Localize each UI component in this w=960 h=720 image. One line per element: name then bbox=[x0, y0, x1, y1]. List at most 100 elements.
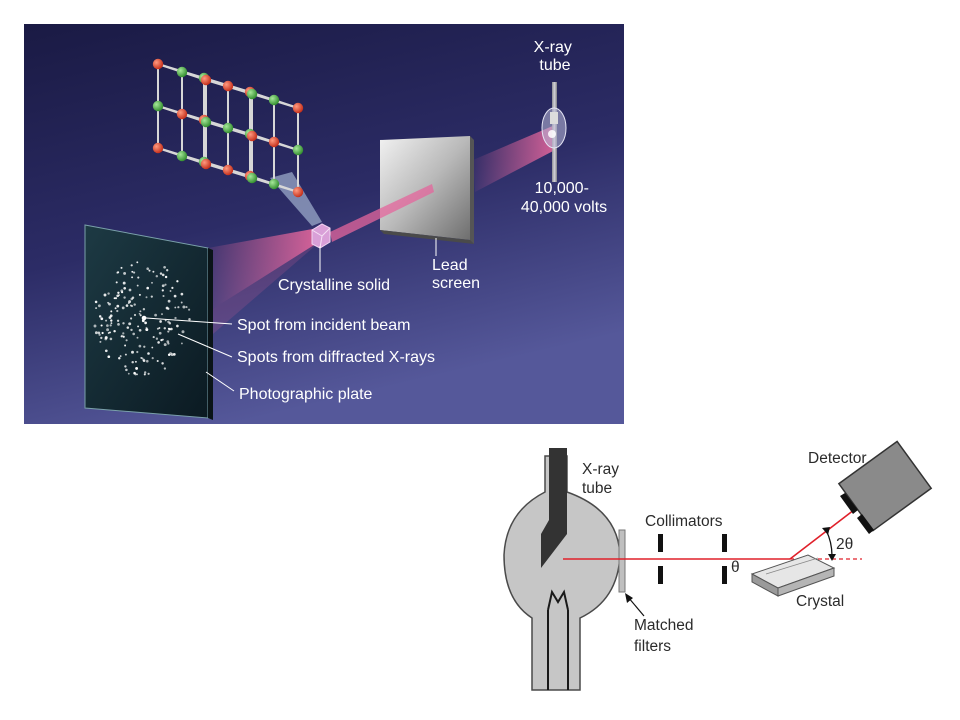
diffraction-spot bbox=[138, 312, 141, 315]
diffraction-spot bbox=[151, 281, 153, 284]
diffraction-spot bbox=[127, 372, 130, 375]
atom-green bbox=[268, 178, 280, 190]
diffraction-spot bbox=[103, 293, 107, 297]
diffraction-spot bbox=[176, 280, 179, 283]
diffraction-spot bbox=[156, 327, 159, 330]
diffraction-spot bbox=[161, 313, 163, 316]
diffraction-spot bbox=[107, 292, 110, 295]
diffraction-spot bbox=[169, 290, 172, 292]
diffraction-spot bbox=[125, 368, 128, 372]
diffraction-spot bbox=[159, 320, 162, 323]
diffraction-spot bbox=[180, 301, 183, 304]
diffraction-spot bbox=[165, 306, 169, 310]
diffraction-spot bbox=[117, 323, 120, 326]
diffraction-spot bbox=[185, 306, 188, 309]
diffraction-spot bbox=[151, 357, 154, 360]
diffraction-spot bbox=[154, 313, 158, 317]
magnify-arrow bbox=[270, 172, 322, 226]
diffraction-spot bbox=[97, 331, 101, 334]
diffraction-spot bbox=[131, 276, 134, 279]
diffraction-spot bbox=[167, 330, 170, 333]
diffraction-spot bbox=[138, 293, 141, 296]
diffraction-spot bbox=[177, 306, 180, 309]
diffraction-spot bbox=[163, 367, 167, 370]
diffraction-spot bbox=[132, 332, 136, 336]
diffraction-spot bbox=[146, 359, 149, 363]
diffraction-spot bbox=[120, 334, 124, 338]
diffraction-spot bbox=[117, 291, 120, 294]
diffraction-spot bbox=[97, 304, 101, 308]
filter-leader bbox=[627, 596, 645, 617]
diffraction-spot bbox=[142, 308, 146, 311]
diffraction-spot bbox=[123, 271, 127, 275]
collimator-1 bbox=[658, 534, 663, 584]
diffraction-spot bbox=[161, 273, 165, 277]
diffraction-spot bbox=[123, 296, 126, 299]
diffraction-spot bbox=[106, 324, 109, 327]
diffraction-spot bbox=[110, 310, 113, 313]
atom-red bbox=[292, 102, 304, 114]
diffraction-spot bbox=[157, 341, 160, 344]
atom-red bbox=[152, 142, 164, 154]
diffraction-spot bbox=[135, 366, 139, 370]
collimator-2 bbox=[722, 534, 727, 584]
diffraction-spot bbox=[161, 362, 164, 365]
diffraction-spot bbox=[98, 315, 102, 318]
incident-beam-spot bbox=[141, 315, 147, 321]
diffraction-spot bbox=[125, 339, 128, 342]
diffraction-spot bbox=[144, 321, 147, 325]
anode bbox=[541, 448, 567, 568]
plate-leader bbox=[205, 371, 235, 392]
atom-green bbox=[292, 144, 304, 156]
atom-green bbox=[200, 116, 212, 128]
diffraction-spot bbox=[161, 289, 164, 292]
diffracted-cone bbox=[208, 228, 322, 312]
atom-green bbox=[246, 172, 258, 184]
diffraction-spot bbox=[151, 346, 154, 349]
diffraction-spot bbox=[166, 269, 169, 272]
diffraction-spot bbox=[134, 373, 137, 376]
cathode-filament bbox=[547, 589, 569, 611]
atom-red bbox=[200, 158, 212, 170]
diffraction-spot bbox=[188, 318, 191, 321]
diffraction-spot bbox=[139, 314, 142, 317]
diffraction-spot bbox=[143, 373, 146, 376]
diffraction-spot bbox=[166, 340, 170, 343]
diffraction-spot bbox=[99, 340, 102, 343]
diffraction-spot bbox=[138, 328, 142, 332]
diffraction-spot bbox=[164, 283, 167, 286]
diffraction-spot bbox=[110, 319, 113, 322]
diffraction-spot bbox=[161, 284, 165, 288]
diffraction-spot bbox=[105, 319, 108, 322]
diffraction-spot bbox=[122, 281, 126, 285]
diffraction-spot bbox=[180, 292, 184, 296]
diffraction-spot bbox=[126, 326, 130, 329]
diffraction-spot bbox=[136, 350, 139, 354]
diffraction-spot bbox=[144, 371, 147, 374]
atom-green bbox=[268, 94, 280, 106]
two-theta-arc bbox=[825, 529, 833, 557]
diffraction-spot bbox=[145, 328, 149, 332]
diffraction-spot bbox=[124, 344, 127, 347]
diffraction-spot bbox=[113, 329, 116, 333]
diffraction-spot bbox=[106, 328, 110, 332]
diffraction-spot bbox=[158, 327, 161, 329]
diffraction-spot bbox=[119, 355, 122, 358]
detector bbox=[837, 440, 933, 532]
atom-red bbox=[246, 130, 258, 142]
diffraction-spot bbox=[120, 289, 124, 293]
diffraction-spot bbox=[162, 294, 165, 298]
diffraction-spot bbox=[108, 302, 111, 306]
diffraction-spot bbox=[95, 307, 98, 310]
detector-slits bbox=[840, 493, 874, 534]
matched-filter bbox=[618, 529, 626, 593]
diffraction-spot bbox=[127, 302, 130, 305]
diffraction-spot bbox=[152, 336, 155, 339]
diffraction-spot bbox=[146, 286, 149, 290]
xray-tube-label: X-ray tube bbox=[534, 39, 577, 74]
collimators-label: Collimators bbox=[645, 513, 723, 530]
atom-red bbox=[292, 186, 304, 198]
diffraction-spot bbox=[147, 372, 150, 375]
diffraction-spot bbox=[107, 332, 110, 334]
